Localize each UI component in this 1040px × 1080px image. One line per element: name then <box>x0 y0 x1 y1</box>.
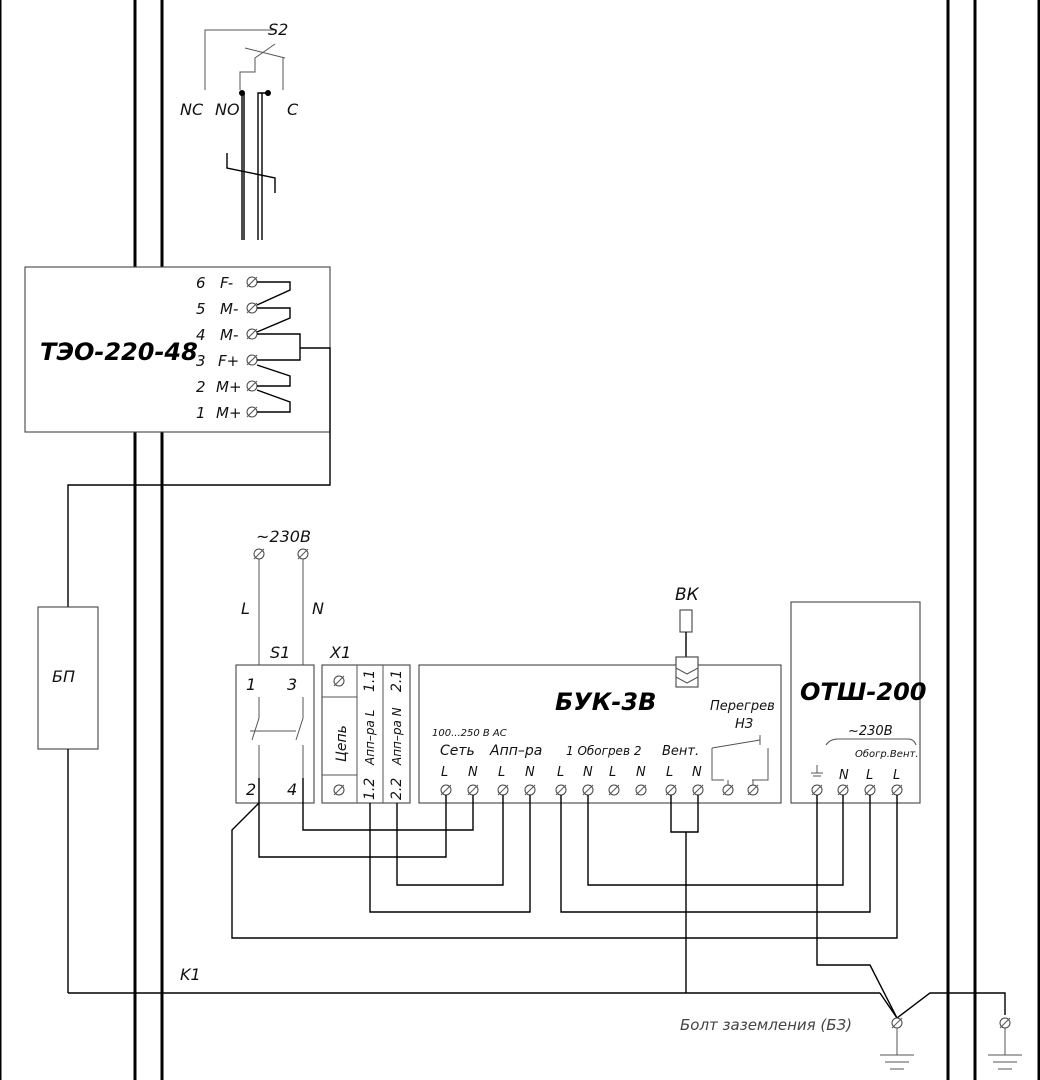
otsh-title: ОТШ-200 <box>800 678 926 706</box>
k1-label: K1 <box>180 965 201 984</box>
x1-ap-n: Апп–ра N <box>390 707 404 766</box>
buk-title: БУК-3В <box>555 688 656 716</box>
buk-terminals <box>440 784 759 796</box>
teo-pin-1: 1 M+ <box>196 404 258 422</box>
bp-label: БП <box>52 667 75 686</box>
s2-no-label: NO <box>215 100 240 119</box>
svg-text:1.1: 1.1 <box>362 670 378 692</box>
svg-text:L: L <box>666 765 673 780</box>
wiring <box>231 778 898 1019</box>
svg-text:L: L <box>893 768 900 783</box>
terminal-x1: X1 Цепь Апп–ра L Апп–ра N 1.1 2.1 1.2 2.… <box>321 643 411 804</box>
heater-otsh200: ОТШ-200 ~230В Обогр.Вент. N L L <box>790 601 926 804</box>
svg-text:1: 1 <box>196 404 206 422</box>
teo-pin-6: 6 F- <box>196 274 258 292</box>
svg-text:2.1: 2.1 <box>389 670 405 692</box>
vk-label: ВК <box>675 585 700 605</box>
svg-text:L: L <box>498 765 505 780</box>
svg-text:L: L <box>609 765 616 780</box>
teo-pin-4: 4 M- <box>196 326 258 344</box>
ground-bolt-label: Болт заземления (БЗ) <box>680 1016 852 1034</box>
svg-text:5: 5 <box>196 300 206 318</box>
x1-ap-l: Апп–ра L <box>363 710 377 766</box>
controller-buk3v: БУК-3В 100...250 В АС Сеть Апп–ра 1 Обог… <box>418 656 782 804</box>
earth-icon-right <box>988 1028 1022 1070</box>
svg-text:N: N <box>468 765 478 780</box>
svg-text:1.2: 1.2 <box>362 778 378 800</box>
svg-text:M-: M- <box>220 300 238 318</box>
teo-pin-5: 5 M- <box>196 300 258 318</box>
svg-text:6: 6 <box>196 274 206 292</box>
buk-app-label: Апп–ра <box>489 743 542 759</box>
svg-text:N: N <box>583 765 593 780</box>
svg-text:N: N <box>525 765 535 780</box>
buk-range: 100...250 В АС <box>432 728 507 739</box>
svg-text:L: L <box>441 765 448 780</box>
svg-text:M+: M+ <box>216 378 242 396</box>
svg-text:3: 3 <box>287 675 297 694</box>
earth-icon <box>880 1028 914 1070</box>
svg-text:2.2: 2.2 <box>389 778 405 800</box>
s2-label: S2 <box>268 20 288 39</box>
svg-text:3: 3 <box>196 352 206 370</box>
s2-c-label: C <box>287 100 299 119</box>
buk-nz-label: НЗ <box>735 717 753 732</box>
power-supply-bp: БП <box>37 606 880 994</box>
supply-230v: ~230В L N <box>241 527 324 665</box>
breaker-s1: S1 1 3 2 4 <box>235 643 315 804</box>
svg-text:4: 4 <box>196 326 206 344</box>
svg-text:N: N <box>839 768 849 783</box>
ground-symbol-icon <box>811 765 823 777</box>
buk-heat-label: 1 Обогрев 2 <box>566 744 641 758</box>
svg-text:L: L <box>866 768 873 783</box>
supply-n-label: N <box>312 599 324 618</box>
svg-text:M-: M- <box>220 326 238 344</box>
ground-bolt: K1 Болт заземления (БЗ) <box>180 965 1022 1070</box>
svg-text:1: 1 <box>246 675 256 694</box>
s2-nc-label: NC <box>180 100 204 119</box>
svg-text:N: N <box>692 765 702 780</box>
x1-circuit: Цепь <box>334 725 350 762</box>
otsh-voltage: ~230В <box>848 724 893 739</box>
s1-label: S1 <box>270 643 290 662</box>
svg-text:2: 2 <box>246 780 256 799</box>
svg-text:F+: F+ <box>218 352 239 370</box>
buk-net-label: Сеть <box>440 743 475 759</box>
buk-overheat-label: Перегрев <box>710 699 775 714</box>
svg-text:N: N <box>636 765 646 780</box>
supply-l-label: L <box>241 599 250 618</box>
switch-s2: S2 NC NO C <box>180 20 299 240</box>
svg-text:L: L <box>557 765 564 780</box>
svg-text:M+: M+ <box>216 404 242 422</box>
otsh-sub-label: Обогр.Вент. <box>855 748 919 760</box>
supply-voltage: ~230В <box>256 527 311 546</box>
x1-label: X1 <box>329 643 351 662</box>
teo-title: ТЭО-220-48 <box>40 338 198 366</box>
svg-text:F-: F- <box>220 274 233 292</box>
svg-text:4: 4 <box>287 780 297 799</box>
svg-text:2: 2 <box>196 378 206 396</box>
buk-vent-label: Вент. <box>662 744 699 759</box>
teo-module: ТЭО-220-48 6 F- 5 M- 4 M- 3 F+ 2 M+ 1 <box>24 266 331 607</box>
